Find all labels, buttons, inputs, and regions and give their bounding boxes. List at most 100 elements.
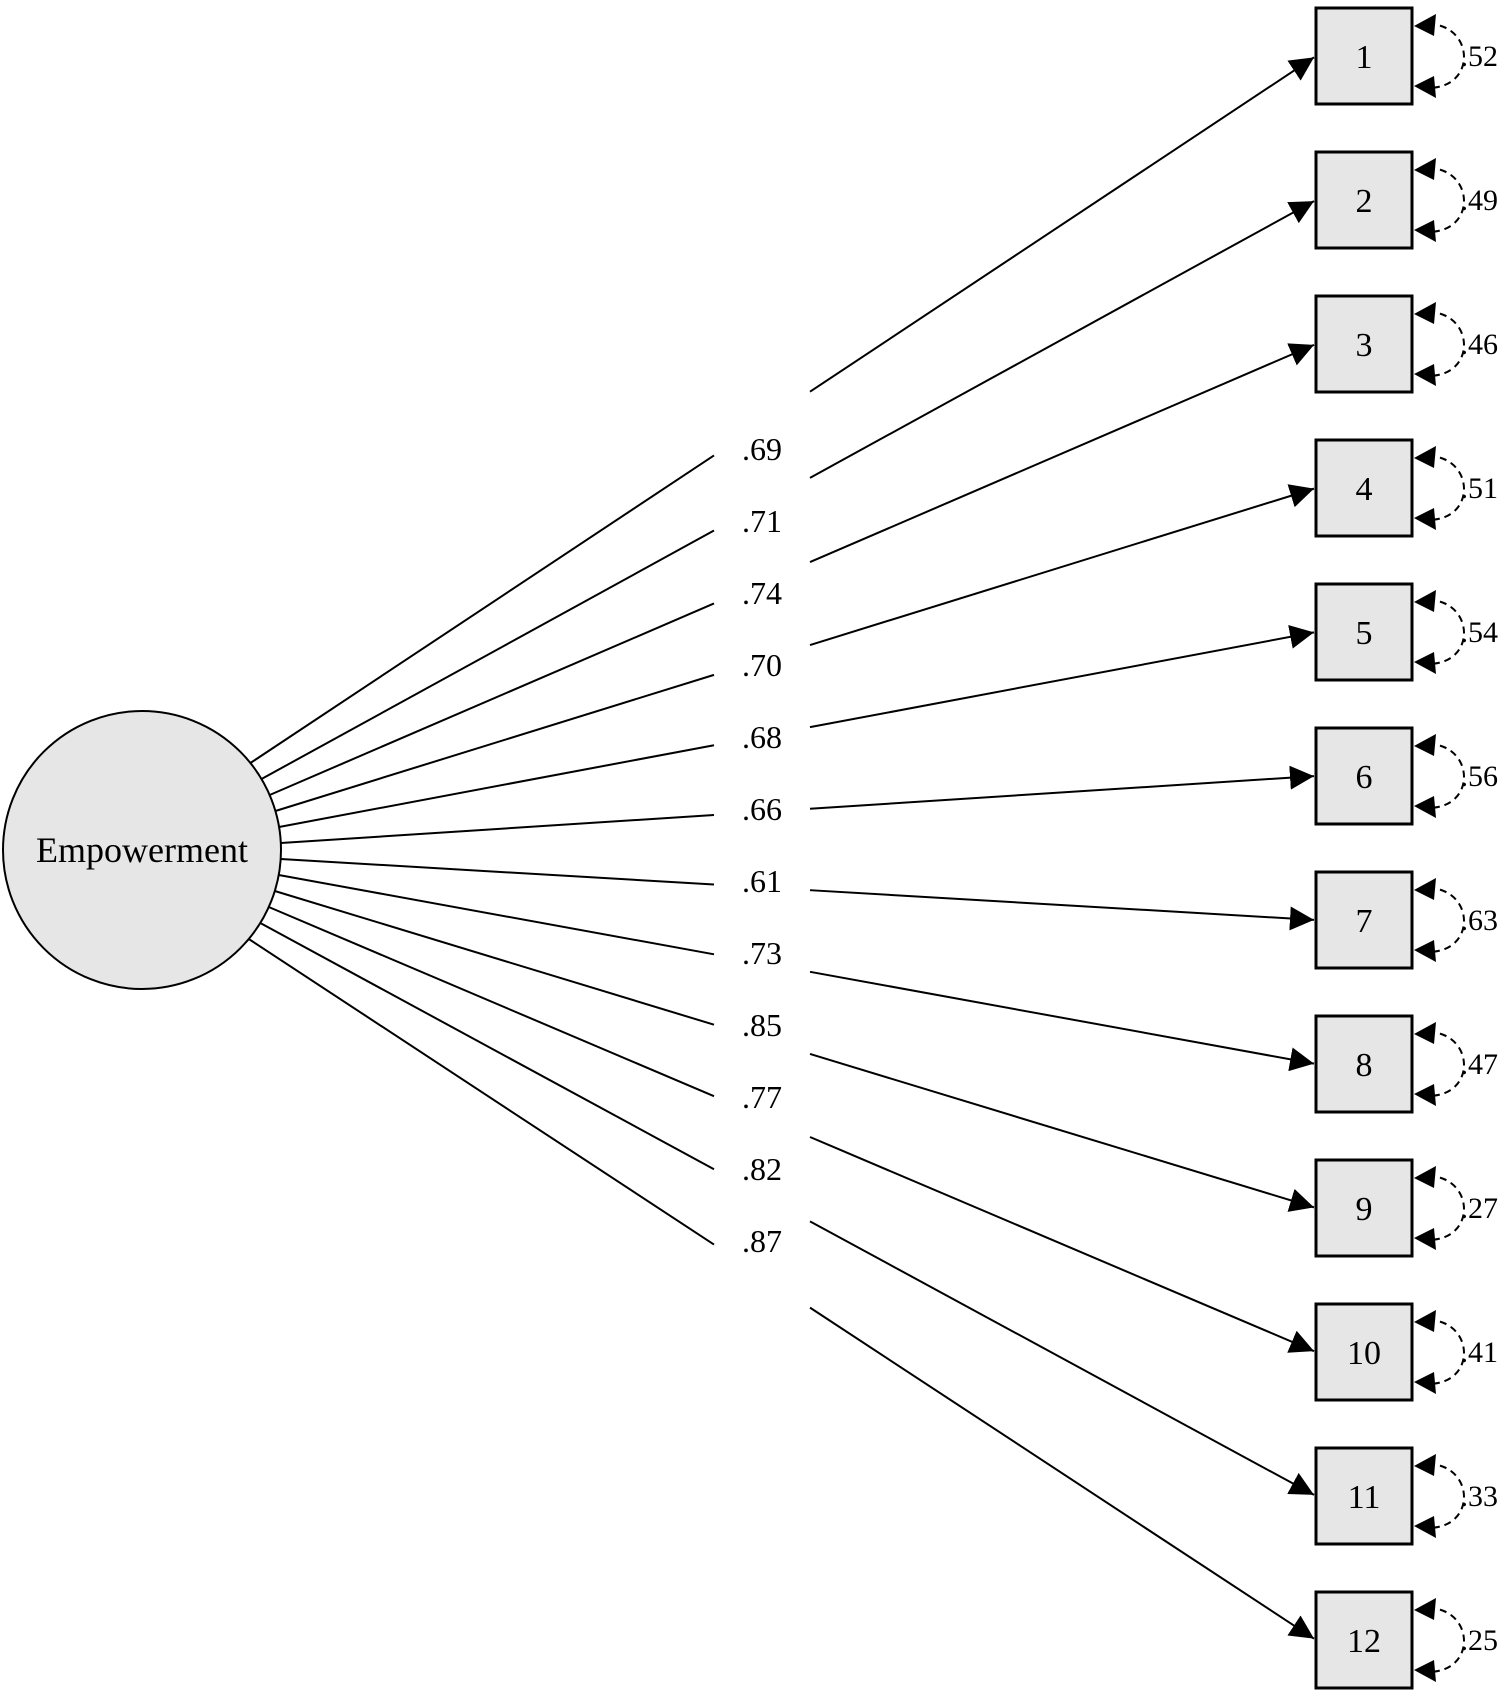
loading-path-8-a <box>278 874 715 956</box>
error-variance-arc-12 <box>1427 1607 1465 1673</box>
indicator-box-4 <box>1314 438 1414 538</box>
arrowhead-icon <box>1414 878 1436 900</box>
error-variance-label: .47 <box>1461 1048 1499 1081</box>
loading-label: .73 <box>742 935 782 971</box>
loading-path-7-a <box>280 858 715 886</box>
loading-path-5-a <box>278 744 715 828</box>
loading-path-10-a <box>268 906 715 1098</box>
indicator-box-1 <box>1314 6 1414 106</box>
arrowhead-icon <box>1414 1084 1436 1106</box>
loading-label: .77 <box>742 1079 782 1115</box>
error-variance-label: .46 <box>1461 328 1499 361</box>
loading-paths <box>248 56 1315 1640</box>
error-variance-arc-10 <box>1427 1319 1465 1385</box>
loading-path-8 <box>809 970 1315 1072</box>
arrowhead-icon <box>1414 652 1436 674</box>
loading-path-2-a <box>261 529 715 780</box>
arrowhead-icon <box>1414 1516 1436 1538</box>
arrowhead-icon <box>1414 76 1436 98</box>
arrowhead-icon <box>1414 1454 1436 1476</box>
loading-path-3 <box>809 343 1315 564</box>
error-variance-arc-9 <box>1427 1175 1465 1241</box>
indicator-box-3 <box>1314 294 1414 394</box>
indicator-label: 1 <box>1356 39 1373 76</box>
indicator-label: 8 <box>1356 1047 1373 1084</box>
loading-path-6 <box>809 765 1315 810</box>
loading-label: .82 <box>742 1151 782 1187</box>
loading-label: .70 <box>742 647 782 683</box>
error-variance-arc-11 <box>1427 1463 1465 1529</box>
error-variance-label: .25 <box>1461 1624 1499 1657</box>
loading-label: .68 <box>742 719 782 755</box>
loading-path-9-a <box>274 890 715 1026</box>
error-variance-label: .33 <box>1461 1480 1499 1513</box>
loading-path-1 <box>809 56 1315 393</box>
indicator-label: 9 <box>1356 1191 1373 1228</box>
indicator-label: 7 <box>1356 903 1373 940</box>
indicator-label: 10 <box>1347 1335 1381 1372</box>
loading-path-4 <box>809 484 1315 647</box>
loading-labels: .69 .71 .74 .70 .68 .66 .61 .73 .85 .77 .82 .87 <box>742 431 782 1259</box>
indicator-box-10 <box>1314 1302 1414 1402</box>
loading-label: .71 <box>742 503 782 539</box>
error-variance-arc-3 <box>1427 311 1465 377</box>
indicator-label: 5 <box>1356 615 1373 652</box>
loading-path-11 <box>809 1220 1315 1496</box>
error-variance-label: .41 <box>1461 1336 1499 1369</box>
indicator-box-2 <box>1314 150 1414 250</box>
error-variance-arc-2 <box>1427 167 1465 233</box>
error-variance-arc-5 <box>1427 599 1465 665</box>
indicator-label: 3 <box>1356 327 1373 364</box>
error-variance-arc-1 <box>1427 23 1465 89</box>
arrowhead-icon <box>1414 1228 1436 1250</box>
arrowhead-icon <box>1414 1166 1436 1188</box>
error-variance-label: .56 <box>1461 760 1499 793</box>
loading-label: .74 <box>742 575 782 611</box>
arrowhead-icon <box>1414 1310 1436 1332</box>
indicator-box-12 <box>1314 1590 1414 1690</box>
loading-path-12 <box>809 1306 1315 1640</box>
loading-path-5 <box>809 625 1315 729</box>
loading-label: .61 <box>742 863 782 899</box>
latent-variable: Empowerment <box>2 710 282 990</box>
indicator-box-8 <box>1314 1014 1414 1114</box>
arrowhead-icon <box>1414 158 1436 180</box>
loading-label: .69 <box>742 431 782 467</box>
indicator-box-6 <box>1314 726 1414 826</box>
error-variance-arc-7 <box>1427 887 1465 953</box>
loading-path-1-a <box>249 454 715 764</box>
arrowhead-icon <box>1414 590 1436 612</box>
arrowhead-icon <box>1414 1022 1436 1044</box>
loading-path-11-a <box>259 922 715 1171</box>
arrowhead-icon <box>1414 734 1436 756</box>
loading-label: .85 <box>742 1007 782 1043</box>
error-variance-label: .54 <box>1461 616 1499 649</box>
loading-label: .87 <box>742 1223 782 1259</box>
arrowhead-icon <box>1414 1372 1436 1394</box>
indicator-label: 2 <box>1356 183 1373 220</box>
arrowhead-icon <box>1414 1660 1436 1682</box>
arrowhead-icon <box>1414 14 1436 36</box>
error-variance-label: .52 <box>1461 40 1499 73</box>
loading-path-7 <box>809 889 1315 931</box>
error-variance-label: .63 <box>1461 904 1499 937</box>
error-variance-label: .27 <box>1461 1192 1499 1225</box>
loading-path-4-a <box>275 673 715 812</box>
indicator-box-7 <box>1314 870 1414 970</box>
arrowhead-icon <box>1414 1598 1436 1620</box>
indicator-label: 6 <box>1356 759 1373 796</box>
indicator-label: 11 <box>1348 1479 1381 1516</box>
error-variance-arc-8 <box>1427 1031 1465 1097</box>
error-variance-arc-6 <box>1427 743 1465 809</box>
error-variance-label: .51 <box>1461 472 1499 505</box>
arrowhead-icon <box>1414 796 1436 818</box>
indicator-box-9 <box>1314 1158 1414 1258</box>
latent-label: Empowerment <box>36 830 248 870</box>
arrowhead-icon <box>1414 446 1436 468</box>
error-variance-label: .49 <box>1461 184 1499 217</box>
loading-path-3-a <box>269 602 715 796</box>
loading-label: .66 <box>742 791 782 827</box>
error-variance-arc-4 <box>1427 455 1465 521</box>
